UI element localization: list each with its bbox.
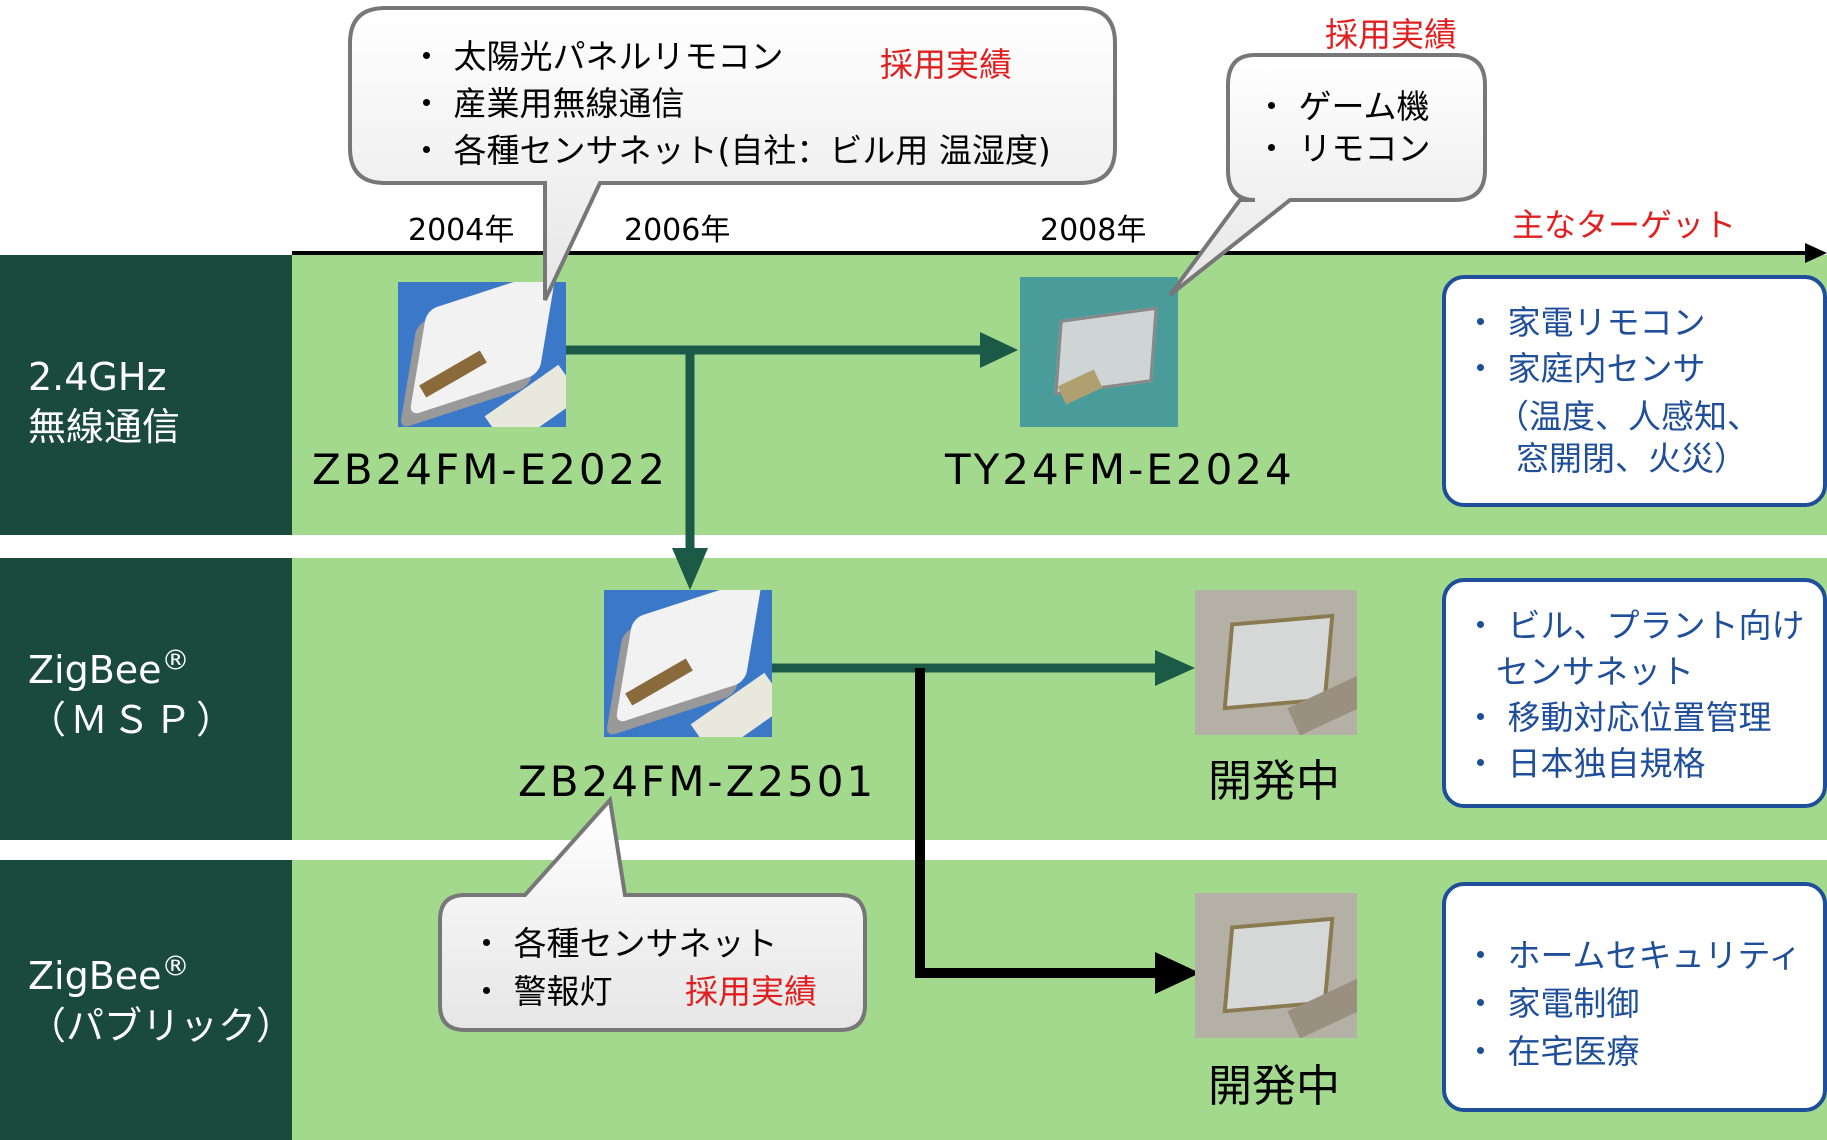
- target-msp-item-1: ・ ビル、プラント向け: [1464, 606, 1805, 645]
- arrowhead-dev1: [1155, 650, 1195, 686]
- callout-top-left-item-2: ・ 産業用無線通信: [410, 84, 685, 123]
- callout-bottom-badge: 採用実績: [685, 972, 817, 1011]
- target-24ghz-item-1: ・ 家電リモコン: [1464, 303, 1706, 342]
- callout-top-left-item-1: ・ 太陽光パネルリモコン: [410, 37, 784, 76]
- arrowhead-z2501: [672, 548, 708, 590]
- target-public-item-2: ・ 家電制御: [1464, 984, 1640, 1023]
- callout-top-right-item-1: ・ ゲーム機: [1255, 87, 1430, 126]
- registered-mark: ®: [161, 643, 190, 677]
- target-public-item-1: ・ ホームセキュリティ: [1464, 936, 1802, 975]
- row-label-24ghz-line2: 無線通信: [28, 405, 181, 449]
- row-label-zigbee-msp: ZigBee® （ＭＳＰ）: [0, 558, 292, 840]
- target-msp-item-3: ・ 日本独自規格: [1464, 744, 1706, 783]
- callout-bottom-item-2: ・ 警報灯: [470, 972, 613, 1011]
- row-label-24ghz: 2.4GHz 無線通信: [0, 255, 292, 535]
- row-label-zigbee-public-line2: （パブリック）: [28, 1004, 295, 1048]
- year-2006: 2006年: [624, 213, 731, 248]
- callout-top-left-item-3: ・ 各種センサネット(自社：ビル用 温湿度): [410, 131, 1051, 170]
- year-2004: 2004年: [408, 213, 515, 248]
- target-msp-item-2: ・ 移動対応位置管理: [1464, 698, 1772, 737]
- status-in-development-2: 開発中: [1208, 1061, 1340, 1112]
- model-ty24fm-e2024: TY24FM-E2024: [945, 445, 1295, 494]
- row-label-zigbee-msp-line1: ZigBee®: [28, 643, 190, 692]
- target-24ghz-item-2-detail-2: 窓開閉、火災）: [1516, 439, 1747, 478]
- year-2008: 2008年: [1040, 213, 1147, 248]
- target-box-24ghz: ・ 家電リモコン ・ 家庭内センサ （温度、人感知、 窓開閉、火災）: [1442, 275, 1827, 507]
- callout-top-right-item-2: ・ リモコン: [1255, 129, 1431, 168]
- target-msp-item-1-cont: センサネット: [1496, 652, 1694, 691]
- axis-label-main-target: 主なターゲット: [1512, 206, 1737, 244]
- model-zb24fm-z2501: ZB24FM-Z2501: [518, 757, 877, 806]
- target-24ghz-item-2-detail-1: （温度、人感知、: [1496, 397, 1760, 436]
- target-box-zigbee-msp: ・ ビル、プラント向け センサネット ・ 移動対応位置管理 ・ 日本独自規格: [1442, 578, 1827, 808]
- product-photo-dev1: [1195, 590, 1357, 735]
- model-zb24fm-e2022: ZB24FM-E2022: [312, 445, 669, 494]
- product-photo-zb24fm-e2022: [398, 282, 566, 427]
- arrowhead-e2024: [980, 332, 1018, 368]
- product-photo-zb24fm-z2501: [604, 590, 772, 737]
- callout-top-right-badge: 採用実績: [1325, 15, 1457, 54]
- target-box-zigbee-public: ・ ホームセキュリティ ・ 家電制御 ・ 在宅医療: [1442, 882, 1827, 1112]
- status-in-development-1: 開発中: [1208, 756, 1340, 807]
- target-public-item-3: ・ 在宅医療: [1464, 1032, 1640, 1071]
- row-label-24ghz-line1: 2.4GHz: [28, 355, 167, 399]
- registered-mark: ®: [161, 949, 190, 983]
- callout-top-left-badge: 採用実績: [880, 45, 1012, 84]
- row-label-zigbee-public: ZigBee® （パブリック）: [0, 860, 295, 1140]
- row-label-zigbee-msp-line2: （ＭＳＰ）: [28, 698, 239, 742]
- target-24ghz-item-2: ・ 家庭内センサ: [1464, 349, 1706, 388]
- arrowhead-dev2: [1155, 952, 1200, 994]
- product-photo-ty24fm-e2024: [1020, 277, 1178, 427]
- timeline-arrowhead: [1805, 243, 1827, 263]
- product-photo-dev2: [1195, 893, 1357, 1038]
- row-label-zigbee-public-line1: ZigBee®: [28, 949, 190, 998]
- callout-bottom-item-1: ・ 各種センサネット: [470, 924, 778, 963]
